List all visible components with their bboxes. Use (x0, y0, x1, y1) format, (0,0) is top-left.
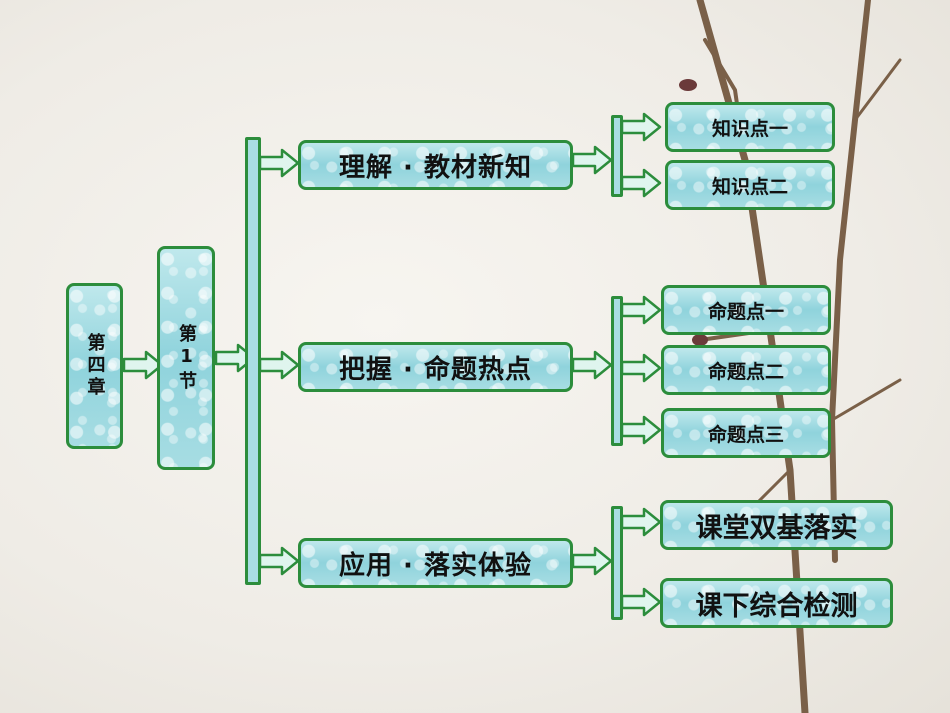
proposition-point-3[interactable]: 命题点三 (661, 408, 831, 458)
arrow-bar-module-1 (258, 148, 300, 178)
class-basics[interactable]: 课堂双基落实 (660, 500, 893, 550)
knowledge-point-1[interactable]: 知识点一 (665, 102, 835, 152)
main-bracket-bar (245, 137, 261, 585)
module-apply[interactable]: 应用 · 落实体验 (298, 538, 573, 588)
arrow-leaf-1 (620, 112, 662, 142)
arrow-leaf-6 (620, 507, 662, 537)
knowledge-point-2[interactable]: 知识点二 (665, 160, 835, 210)
bracket-bar-3 (611, 506, 623, 620)
arrow-module-3-bracket (571, 546, 613, 576)
bracket-bar-2 (611, 296, 623, 446)
module-grasp[interactable]: 把握 · 命题热点 (298, 342, 573, 392)
arrow-module-2-bracket (571, 350, 613, 380)
chapter-box[interactable]: 第四章 (66, 283, 123, 449)
module-understand[interactable]: 理解 · 教材新知 (298, 140, 573, 190)
arrow-leaf-5 (620, 415, 662, 445)
bracket-bar-1 (611, 115, 623, 197)
proposition-point-1[interactable]: 命题点一 (661, 285, 831, 335)
section-box[interactable]: 第1节 (157, 246, 215, 470)
arrow-leaf-7 (620, 587, 662, 617)
arrow-leaf-3 (620, 295, 662, 325)
arrow-bar-module-2 (258, 350, 300, 380)
arrow-leaf-4 (620, 353, 662, 383)
arrow-module-1-bracket (571, 145, 613, 175)
proposition-point-2[interactable]: 命题点二 (661, 345, 831, 395)
after-class-test[interactable]: 课下综合检测 (660, 578, 893, 628)
arrow-bar-module-3 (258, 546, 300, 576)
arrow-leaf-2 (620, 168, 662, 198)
